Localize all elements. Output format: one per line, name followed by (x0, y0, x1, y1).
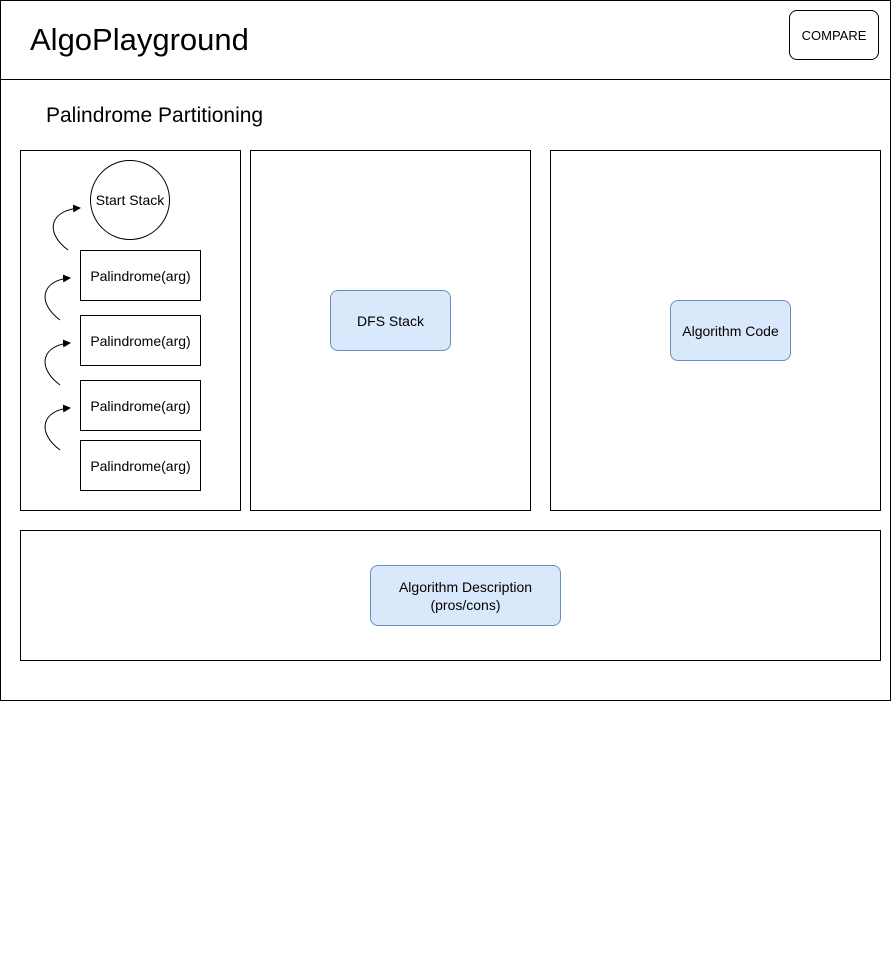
dfs-stack-panel (250, 150, 531, 511)
algorithm-code-placeholder: Algorithm Code (670, 300, 791, 361)
description-title: Algorithm Description (398, 578, 533, 595)
call-frame-1[interactable]: Palindrome(arg) (80, 250, 201, 301)
call-frame-2[interactable]: Palindrome(arg) (80, 315, 201, 366)
page-title: Palindrome Partitioning (46, 104, 264, 127)
call-frame-4[interactable]: Palindrome(arg) (80, 440, 201, 491)
app-header (1, 1, 890, 80)
description-subtitle: (pros/cons) (430, 596, 501, 613)
start-stack-node[interactable]: Start Stack (90, 160, 170, 240)
dfs-stack-placeholder: DFS Stack (330, 290, 451, 351)
algorithm-description-placeholder: Algorithm Description (pros/cons) (370, 565, 561, 626)
app-title: AlgoPlayground (30, 22, 249, 57)
call-frame-3[interactable]: Palindrome(arg) (80, 380, 201, 431)
compare-button[interactable]: COMPARE (789, 10, 879, 60)
